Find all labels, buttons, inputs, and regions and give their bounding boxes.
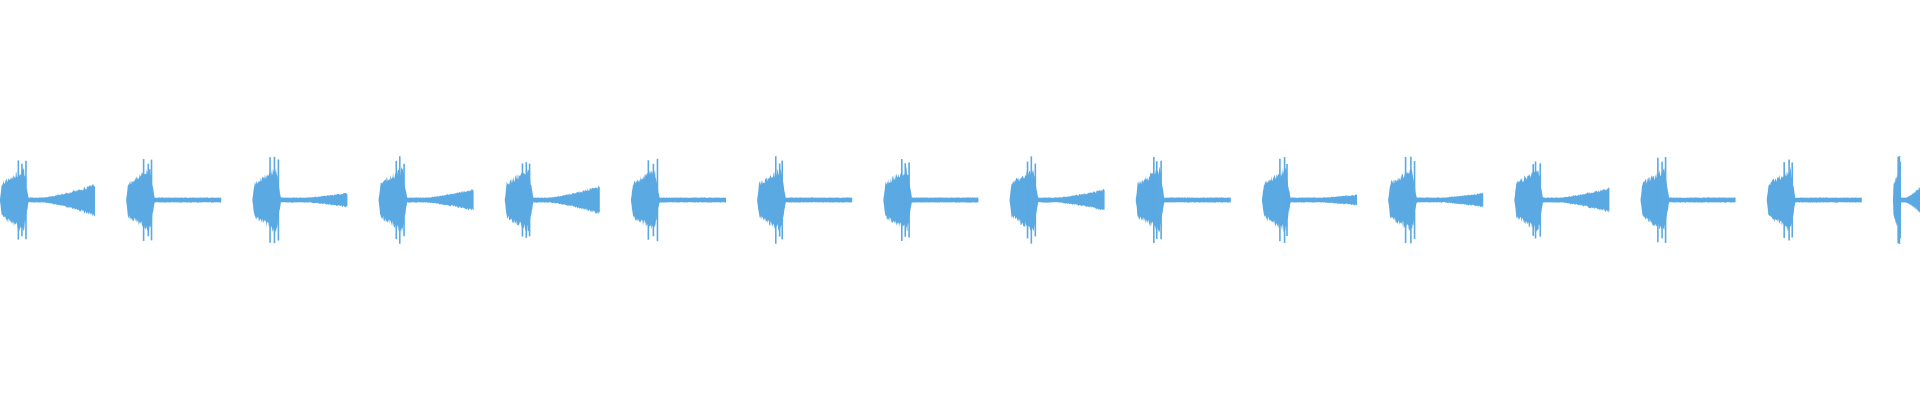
waveform-segment-11 — [1262, 157, 1357, 243]
waveform-shape — [631, 169, 726, 230]
waveform-shape — [1514, 169, 1610, 233]
waveform-shape — [1009, 168, 1105, 232]
waveform-shape — [1262, 166, 1357, 232]
waveform-shape — [252, 168, 348, 233]
waveform-shape — [378, 166, 474, 233]
waveform-segment-6 — [631, 158, 726, 242]
waveform-shape — [126, 167, 222, 233]
waveform-segment-10 — [1135, 157, 1231, 243]
waveform-segment-13 — [1514, 161, 1610, 239]
waveform-shape — [0, 167, 95, 232]
waveform-shape — [1893, 168, 1920, 232]
waveform-segment-1 — [0, 160, 95, 240]
waveform-segment-9 — [1009, 156, 1105, 244]
waveform-segment-5 — [504, 162, 600, 238]
waveform-shape — [883, 166, 979, 232]
waveform-segment-7 — [757, 156, 853, 244]
waveform-shape — [757, 168, 853, 233]
waveform-shape — [1766, 166, 1862, 232]
waveform-shape — [504, 169, 600, 232]
waveform-shape — [1388, 168, 1484, 233]
waveform-segment-12 — [1388, 156, 1484, 244]
waveform-segment-15 — [1766, 159, 1862, 241]
waveform-shape — [1135, 166, 1231, 234]
waveform-segment-14 — [1640, 157, 1736, 243]
waveform-shape — [1640, 167, 1736, 231]
waveform-segment-4 — [378, 156, 474, 244]
waveform-segment-3 — [252, 156, 348, 244]
waveform-segment-16 — [1893, 155, 1920, 245]
waveform-segment-2 — [126, 159, 222, 241]
waveform-segment-8 — [883, 159, 979, 241]
